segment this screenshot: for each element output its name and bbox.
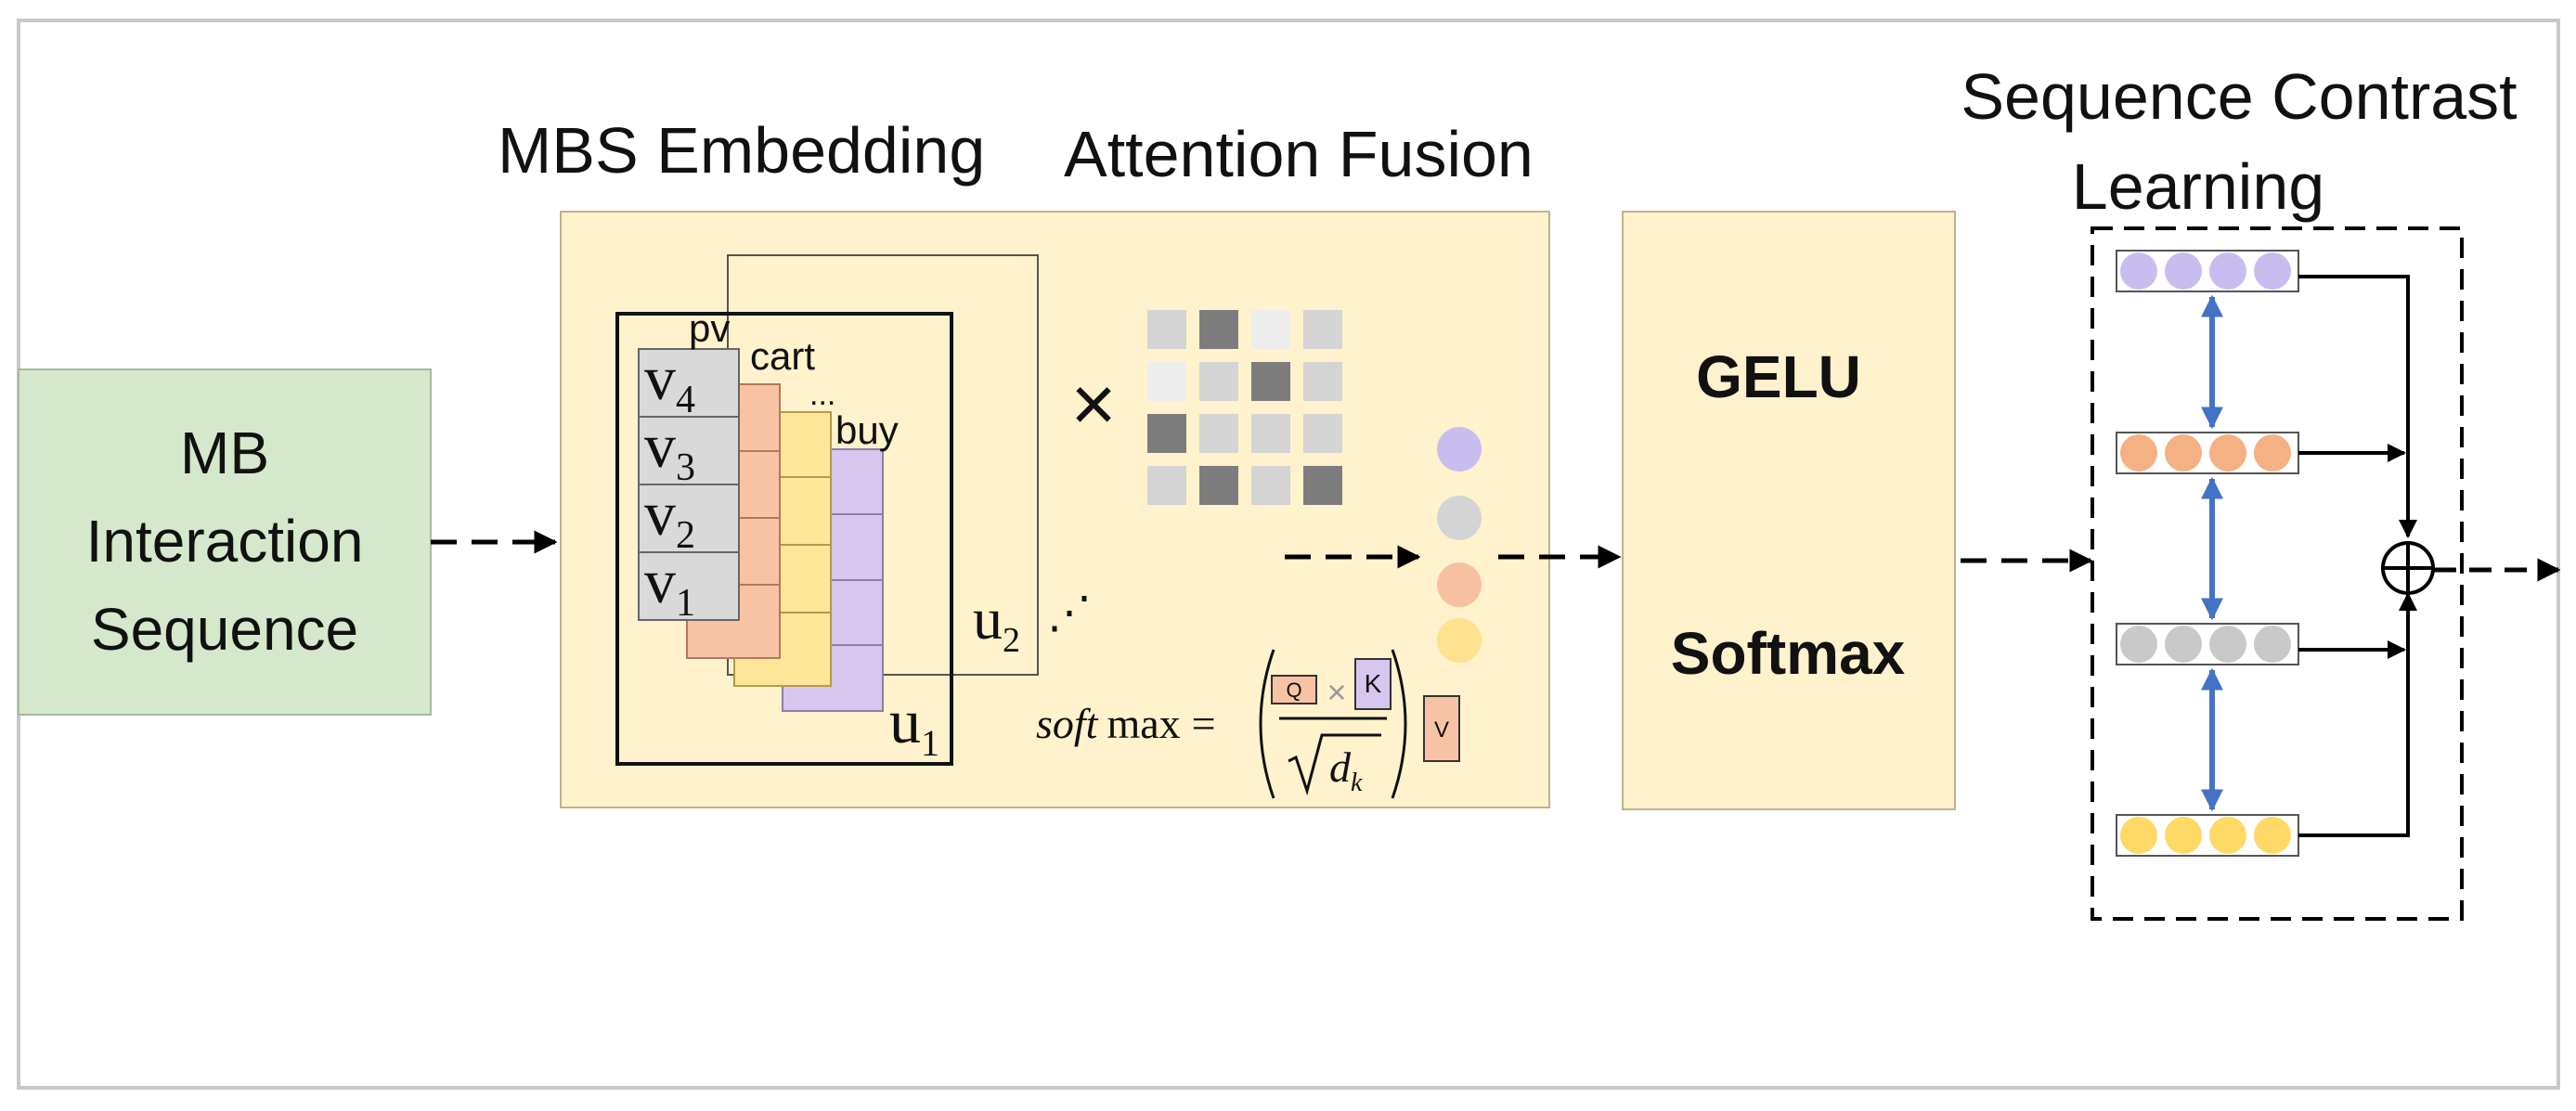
user-frame-u1: [615, 312, 953, 766]
formula-q-box: [1271, 675, 1317, 704]
title-mbs-embedding: MBS Embedding: [498, 114, 985, 187]
pv-stack: v4 v3 v2 v1: [638, 342, 740, 625]
title-sequence-contrast: Sequence Contrast: [1961, 60, 2517, 133]
formula-times: ×: [1327, 673, 1346, 711]
activation-box: [1622, 211, 1956, 810]
input-line-2: Interaction: [86, 508, 364, 575]
attention-matrix: [1147, 310, 1342, 505]
formula-dk: dk: [1329, 743, 1363, 797]
input-line-1: MB: [180, 420, 269, 486]
label-pv: pv: [689, 306, 730, 350]
label-softmax: Softmax: [1671, 620, 1906, 687]
input-block-box: [18, 368, 432, 716]
label-more-users: ⋰: [1047, 588, 1092, 638]
input-block: MB Interaction Sequence: [18, 368, 432, 716]
label-ellipsis: ...: [809, 377, 835, 412]
item-v1: v1: [644, 546, 695, 625]
sequence-vector-purple: [2116, 250, 2299, 292]
title-attention-fusion: Attention Fusion: [1064, 118, 1534, 190]
multiply-sign: ×: [1070, 360, 1116, 447]
item-v4: v4: [644, 342, 695, 421]
input-line-3: Sequence: [91, 596, 358, 663]
formula-q: Q: [1286, 678, 1301, 702]
sequence-vector-yellow: [2116, 814, 2299, 857]
fused-dot-gray: [1437, 496, 1482, 540]
sum-node: [2381, 541, 2435, 595]
fused-dot-yellow: [1437, 618, 1482, 663]
formula-k-box: [1354, 658, 1392, 710]
sequence-vector-gray: [2116, 623, 2299, 665]
connector-purple-to-sum: [2298, 275, 2417, 538]
fused-vector: [1437, 427, 1482, 663]
label-u1: u1: [889, 686, 939, 764]
label-gelu: GELU: [1696, 343, 1861, 410]
formula-v-box: [1423, 695, 1460, 762]
title-learning: Learning: [2072, 150, 2324, 223]
formula-v: V: [1434, 717, 1449, 743]
label-buy: buy: [835, 408, 899, 452]
contrast-frame: [2091, 226, 2464, 921]
item-v3: v3: [644, 410, 695, 489]
sequence-vector-orange: [2116, 432, 2299, 474]
connector-yellow-to-sum: [2298, 592, 2417, 837]
fused-dot-purple: [1437, 427, 1482, 472]
label-cart: cart: [750, 334, 815, 378]
label-u2: u2: [973, 586, 1020, 660]
item-v2: v2: [644, 478, 695, 557]
fused-dot-orange: [1437, 562, 1482, 607]
activation-block: GELU Softmax: [1622, 211, 1956, 810]
formula-k: K: [1365, 669, 1382, 698]
